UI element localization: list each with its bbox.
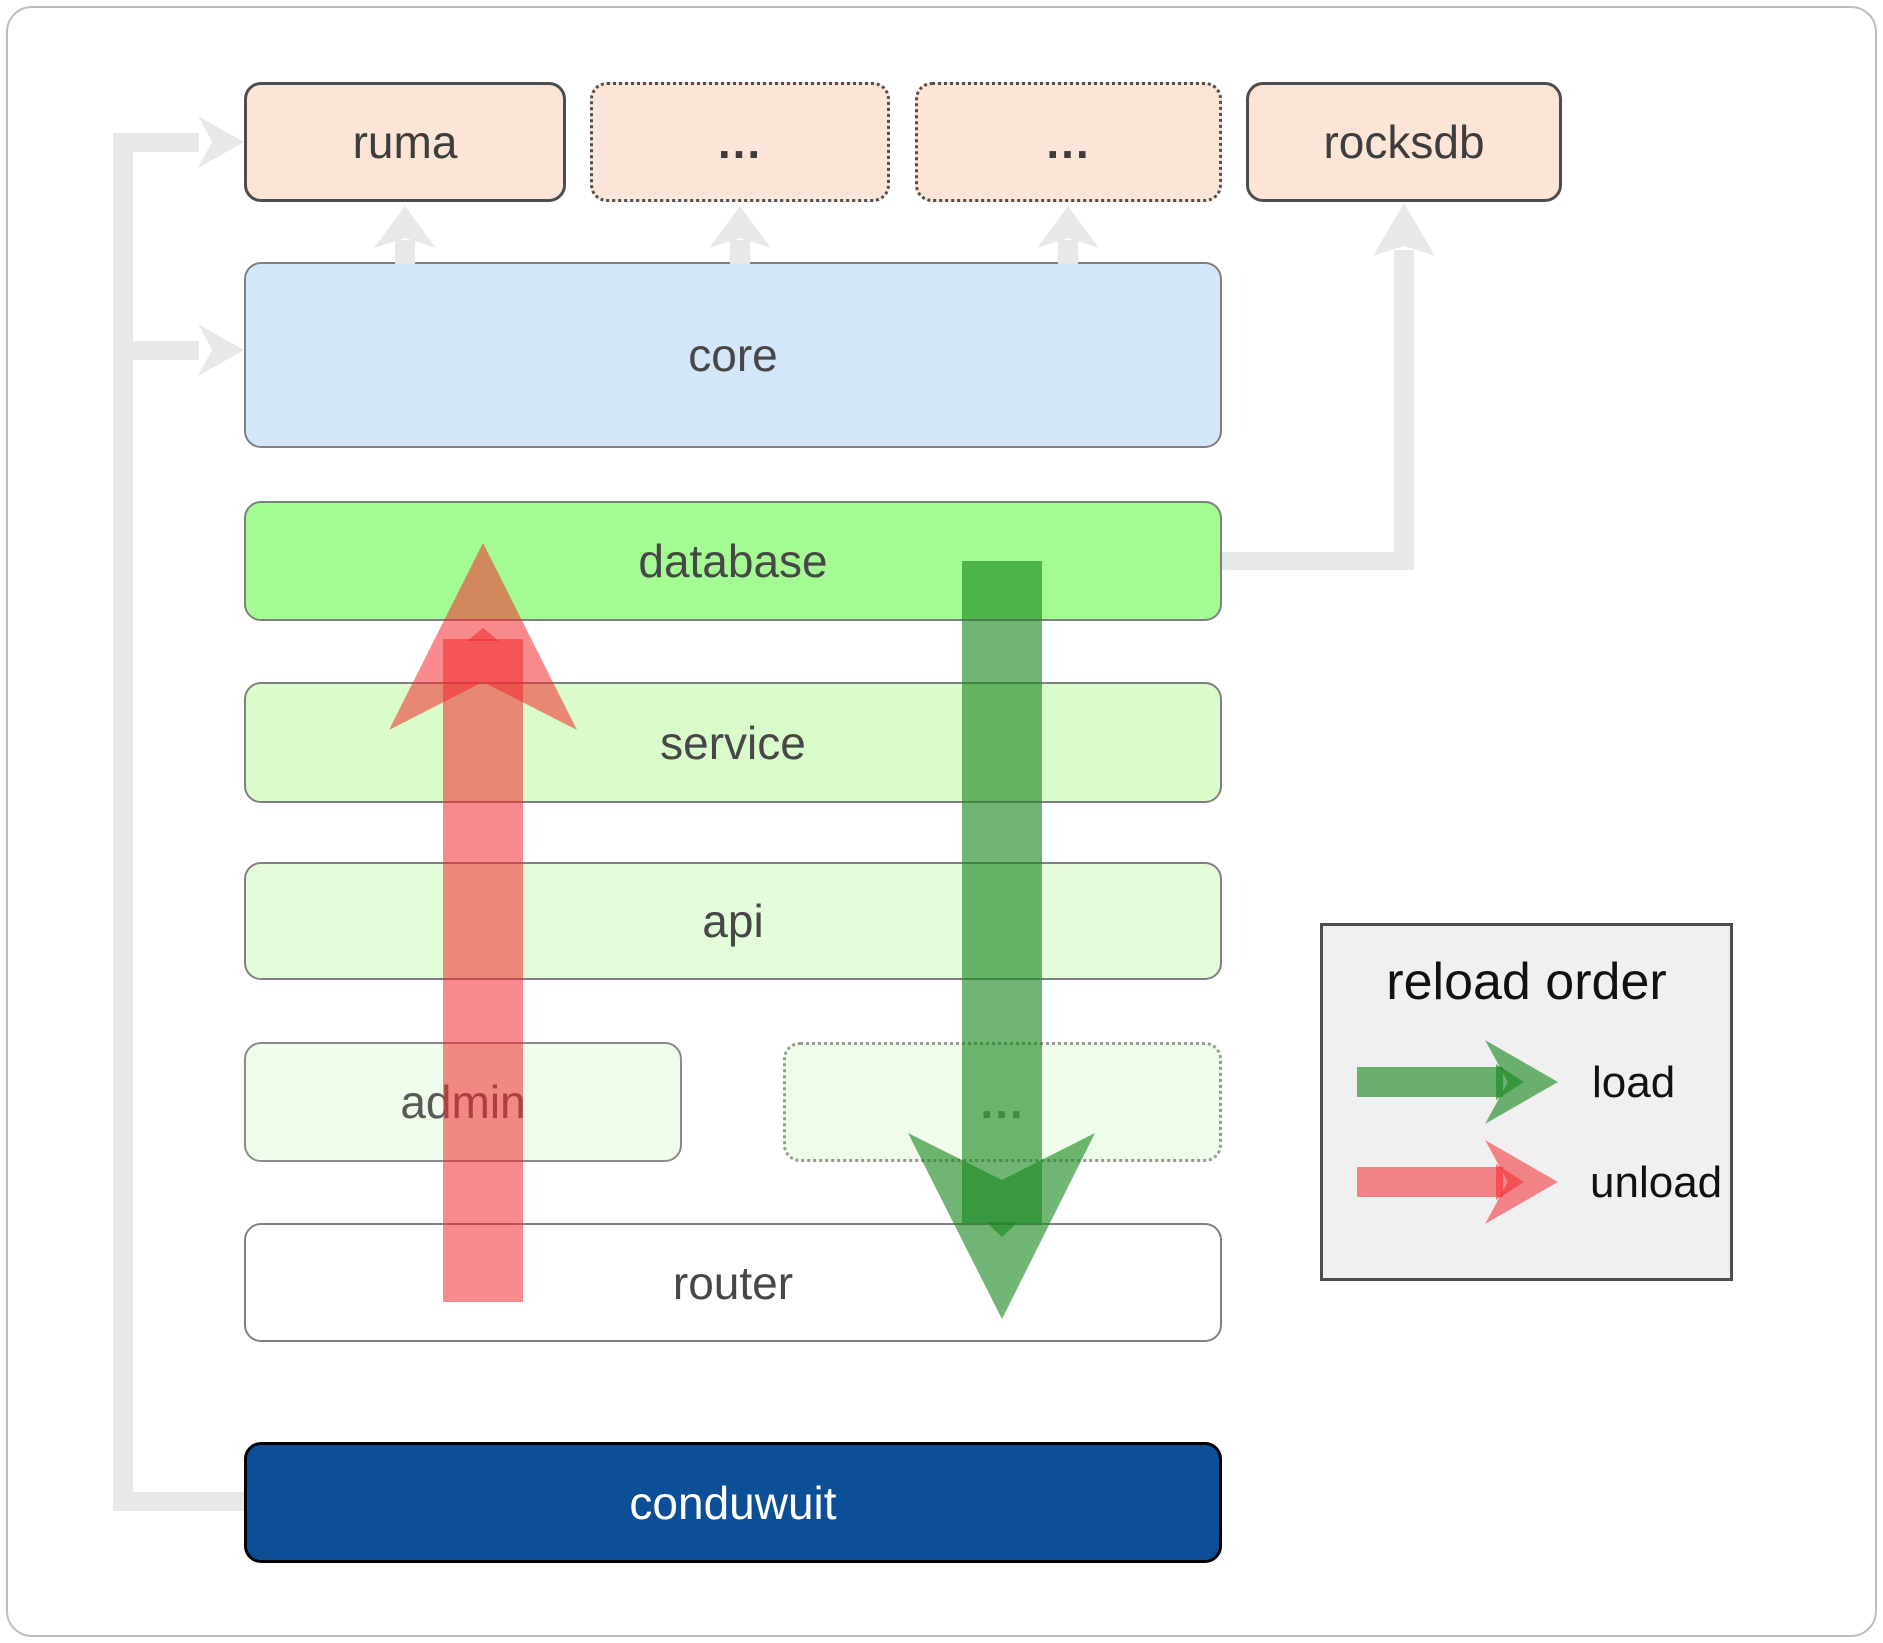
box-core: core (244, 262, 1222, 448)
box-admin-label: admin (400, 1076, 526, 1128)
box-api-label: api (702, 895, 764, 947)
box-router: router (244, 1223, 1222, 1342)
box-service-label: service (660, 716, 806, 769)
box-rocksdb: rocksdb (1246, 82, 1562, 202)
box-router-label: router (672, 1256, 794, 1309)
box-crate-ellipsis-2-label: ... (1046, 116, 1091, 168)
box-conduwuit-label: conduwuit (629, 1476, 837, 1529)
diagram-outer-frame (6, 6, 1877, 1637)
box-ruma-label: ruma (352, 116, 458, 168)
box-crate-ellipsis-1-label: ... (717, 116, 763, 168)
legend-title: reload order (1386, 953, 1667, 1011)
box-service: service (244, 682, 1222, 803)
box-rocksdb-label: rocksdb (1323, 116, 1485, 168)
box-crate-ellipsis-1: ... (590, 82, 890, 202)
box-api: api (244, 862, 1222, 980)
box-ruma: ruma (244, 82, 566, 202)
box-crate-ellipsis-2: ... (915, 82, 1222, 202)
box-service-ellipsis-label: ... (980, 1076, 1025, 1128)
box-admin: admin (244, 1042, 682, 1162)
legend-unload-label: unload (1590, 1158, 1723, 1207)
box-service-ellipsis: ... (783, 1042, 1222, 1162)
box-conduwuit: conduwuit (244, 1442, 1222, 1563)
box-database: database (244, 501, 1222, 621)
legend-load-label: load (1592, 1058, 1676, 1107)
box-database-label: database (638, 535, 828, 587)
box-core-label: core (688, 329, 778, 381)
